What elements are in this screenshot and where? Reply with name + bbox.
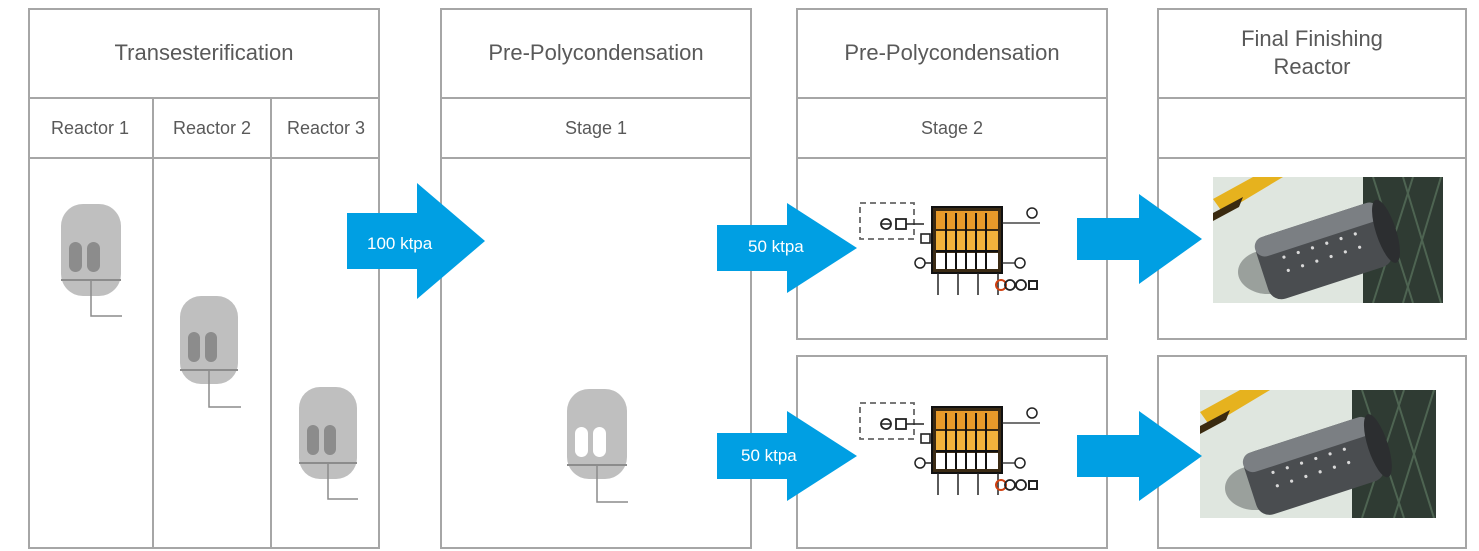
- process-schematic-icon: [858, 401, 1048, 497]
- divider: [796, 157, 1108, 159]
- reactor-vessel-icon: [60, 204, 126, 322]
- divider: [152, 97, 154, 549]
- pre-polycondensation-title: Pre-Polycondensation: [488, 39, 704, 65]
- reactor-vessel-icon: [179, 296, 245, 414]
- flow-label-main: 100 ktpa: [367, 234, 433, 253]
- pre-polycondensation-stage-2-panel: [796, 8, 1108, 340]
- divider: [440, 157, 752, 159]
- divider: [28, 157, 380, 159]
- divider: [28, 97, 380, 99]
- divider: [796, 97, 1108, 99]
- pre-polycondensation-title: Pre-Polycondensation: [844, 39, 1060, 65]
- stage-2-label: Stage 2: [920, 117, 984, 138]
- divider: [440, 97, 752, 99]
- flow-label-upper: 50 ktpa: [748, 237, 804, 256]
- flow-arrow-50-ktpa-upper: [717, 203, 857, 293]
- final-finishing-reactor-title: Final Finishing Reactor: [1241, 26, 1383, 79]
- reactor-vessel-icon: [566, 389, 632, 507]
- finishing-reactor-photo: [1213, 177, 1443, 303]
- transesterification-title: Transesterification: [114, 39, 294, 65]
- flow-label-lower: 50 ktpa: [741, 446, 797, 465]
- flow-arrow-100-ktpa: [347, 183, 485, 299]
- reactor-1-label: Reactor 1: [50, 117, 130, 138]
- divider: [1157, 97, 1467, 99]
- flow-arrow-to-finishing-lower: [1077, 411, 1202, 501]
- flow-arrow-to-finishing-upper: [1077, 194, 1202, 284]
- divider: [270, 97, 272, 549]
- divider: [1157, 157, 1467, 159]
- process-schematic-icon: [858, 201, 1048, 297]
- final-finishing-sub-label: [1157, 99, 1467, 157]
- reactor-3-label: Reactor 3: [286, 117, 366, 138]
- reactor-vessel-icon: [298, 387, 364, 505]
- reactor-2-label: Reactor 2: [172, 117, 252, 138]
- stage-1-label: Stage 1: [564, 117, 628, 138]
- finishing-reactor-photo: [1200, 390, 1436, 518]
- flow-arrow-50-ktpa-lower: [717, 411, 857, 501]
